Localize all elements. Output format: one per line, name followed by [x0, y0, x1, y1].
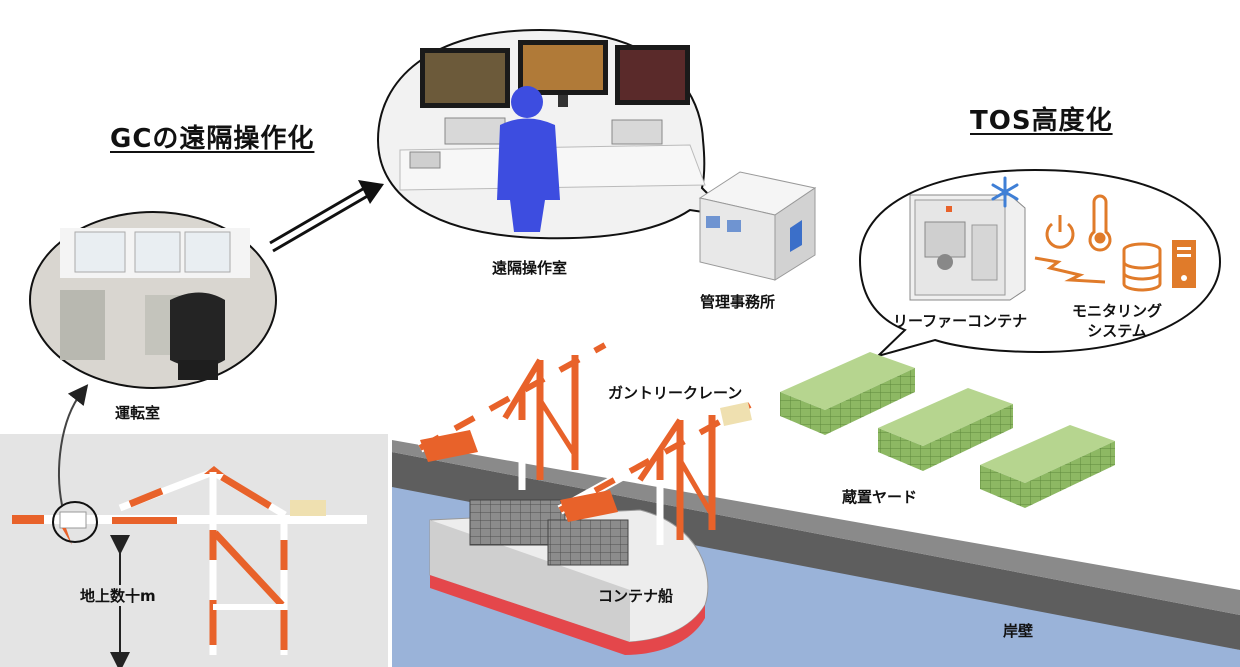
database-icon: [1122, 242, 1162, 292]
tos-bubble: [858, 168, 1222, 357]
crane-side-view: [12, 466, 367, 655]
yard-block-1: [780, 352, 915, 435]
server-icon: [1172, 240, 1196, 288]
monitoring-label-line-2: システム: [1087, 322, 1147, 340]
tos-title: TOS高度化: [970, 106, 1113, 136]
gantry-crane-label: ガントリークレーン: [608, 384, 743, 402]
power-icon: [1045, 215, 1075, 249]
height-label: 地上数十m: [80, 585, 156, 606]
thermometer-icon: [1088, 194, 1112, 252]
remote-arrow: [269, 184, 369, 245]
monitoring-label-line-1: モニタリング: [1071, 302, 1162, 320]
ship-label: コンテナ船: [598, 587, 674, 605]
crane-side-panel: [0, 434, 388, 667]
remote-operation-title: GCの遠隔操作化: [110, 124, 315, 154]
cab-photo: [29, 211, 277, 389]
cab-label: 運転室: [115, 404, 161, 422]
remote-room-label: 遠隔操作室: [492, 259, 568, 277]
reefer-label: リーファーコンテナ: [893, 312, 1028, 330]
gantry-crane-1: [417, 340, 608, 490]
yard-block-2: [878, 388, 1013, 471]
quay-label: 岸壁: [1003, 622, 1034, 640]
office-label: 管理事務所: [700, 293, 776, 311]
gantry-crane-2: [557, 400, 753, 545]
yard-label: 蔵置ヤード: [842, 488, 918, 506]
container-ship: [429, 499, 709, 655]
monitoring-label: モニタリング システム: [1062, 301, 1172, 341]
cab-arrow: [58, 384, 89, 506]
snowflake-icon: [991, 176, 1019, 208]
yard-block-3: [980, 425, 1115, 508]
office-building: [698, 171, 817, 281]
remote-room-bubble: [376, 28, 733, 240]
